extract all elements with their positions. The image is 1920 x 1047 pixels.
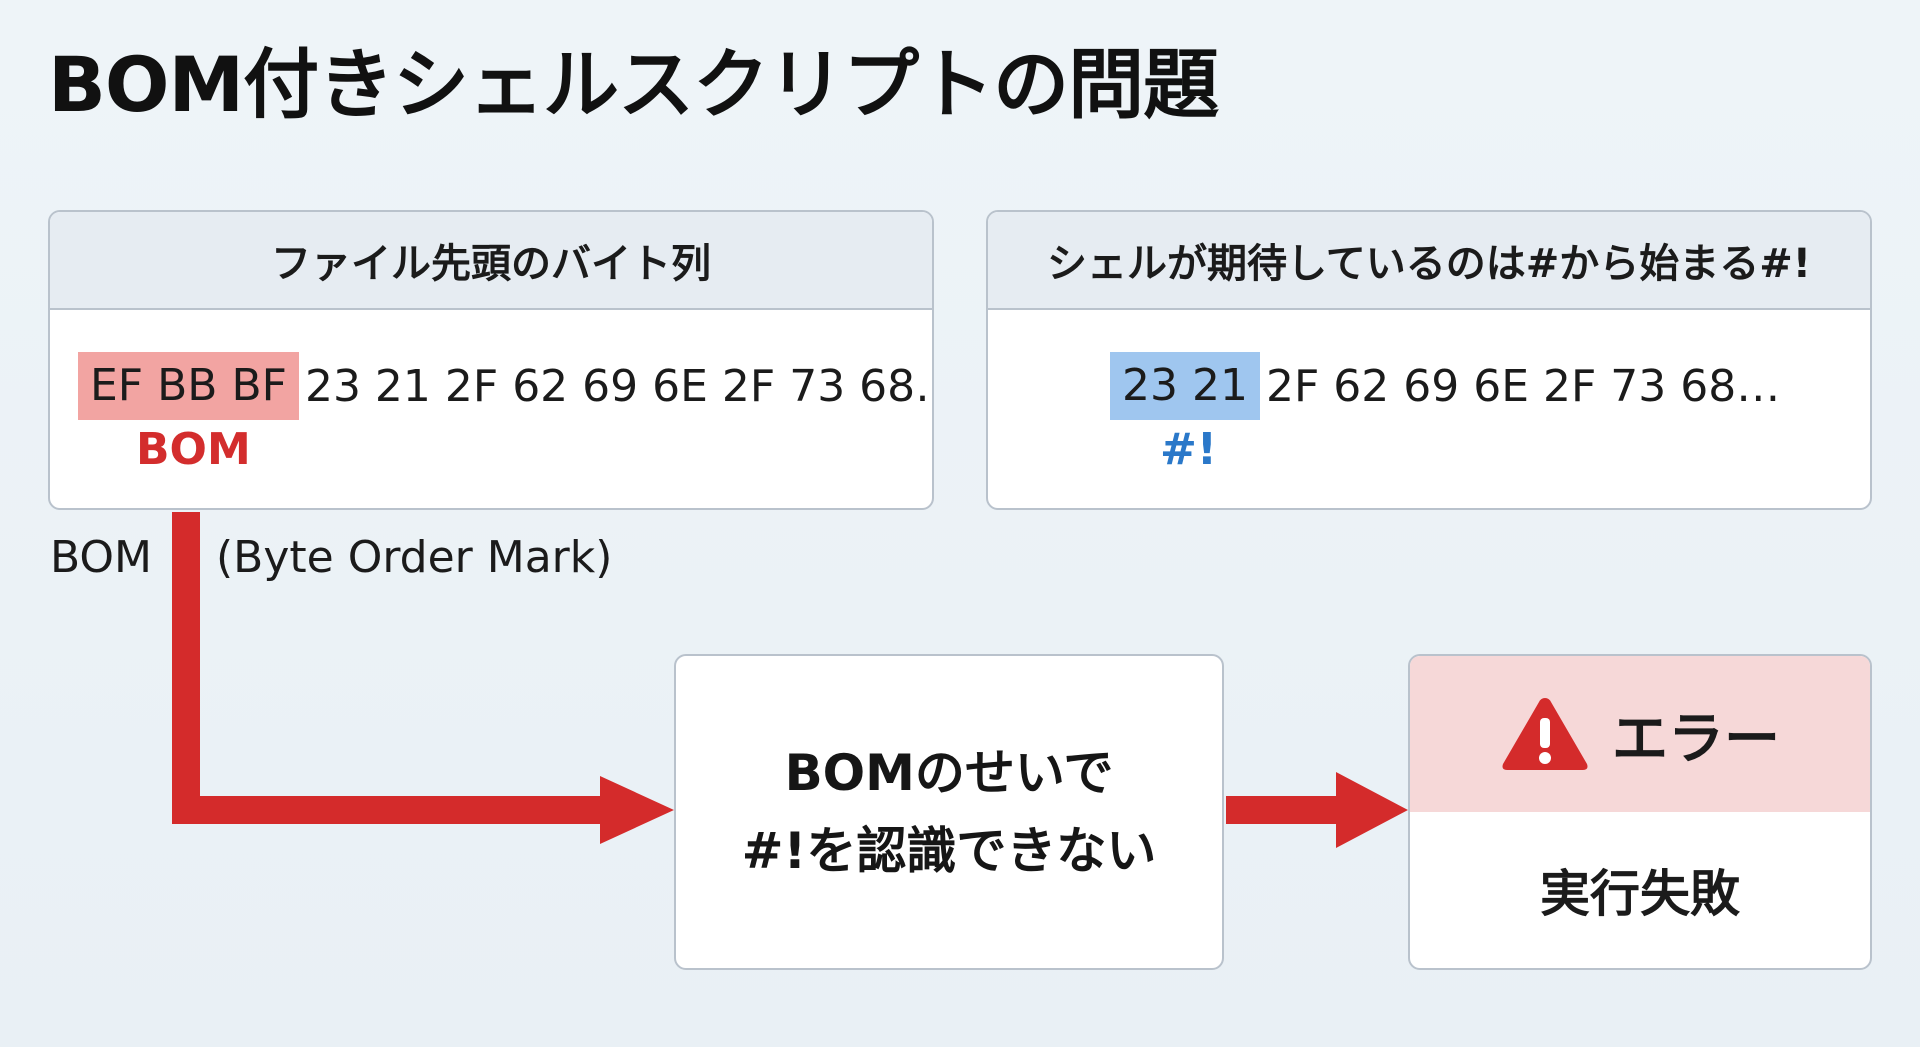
expected-bytes-row: 23 21 2F 62 69 6E 2F 73 68… — [1110, 352, 1780, 420]
error-box: エラー 実行失敗 — [1408, 654, 1872, 970]
expected-remaining-bytes: 2F 62 69 6E 2F 73 68… — [1265, 360, 1781, 412]
warning-icon — [1502, 698, 1588, 770]
file-bytes-header: ファイル先頭のバイト列 — [50, 212, 932, 310]
bom-note-term: BOM — [50, 532, 153, 583]
shebang-label: #! — [1160, 424, 1217, 475]
expected-bytes-panel: シェルが期待しているのは#から始まる#! 23 21 2F 62 69 6E 2… — [986, 210, 1872, 510]
execution-failed-text: 実行失敗 — [1540, 865, 1740, 923]
bom-label: BOM — [136, 424, 251, 475]
error-header: エラー — [1410, 656, 1870, 812]
file-bytes-row: EF BB BF 23 21 2F 62 69 6E 2F 73 68… — [78, 352, 934, 420]
bom-to-cause-arrow — [172, 512, 674, 844]
cause-line-2: #!を認識できない — [741, 822, 1157, 880]
page-title: BOM付きシェルスクリプトの問題 — [48, 40, 1219, 129]
error-title: エラー — [1612, 706, 1780, 772]
expected-bytes-header: シェルが期待しているのは#から始まる#! — [988, 212, 1870, 310]
bom-note-expansion: (Byte Order Mark) — [216, 532, 613, 583]
file-remaining-bytes: 23 21 2F 62 69 6E 2F 73 68… — [304, 360, 934, 412]
file-bytes-panel: ファイル先頭のバイト列 EF BB BF 23 21 2F 62 69 6E 2… — [48, 210, 934, 510]
cause-to-error-arrow — [1226, 772, 1408, 848]
bom-bytes-highlight: EF BB BF — [78, 352, 299, 420]
cause-line-1: BOMのせいで — [784, 744, 1114, 802]
cause-box: BOMのせいで #!を認識できない — [674, 654, 1224, 970]
shebang-bytes-highlight: 23 21 — [1110, 352, 1260, 420]
